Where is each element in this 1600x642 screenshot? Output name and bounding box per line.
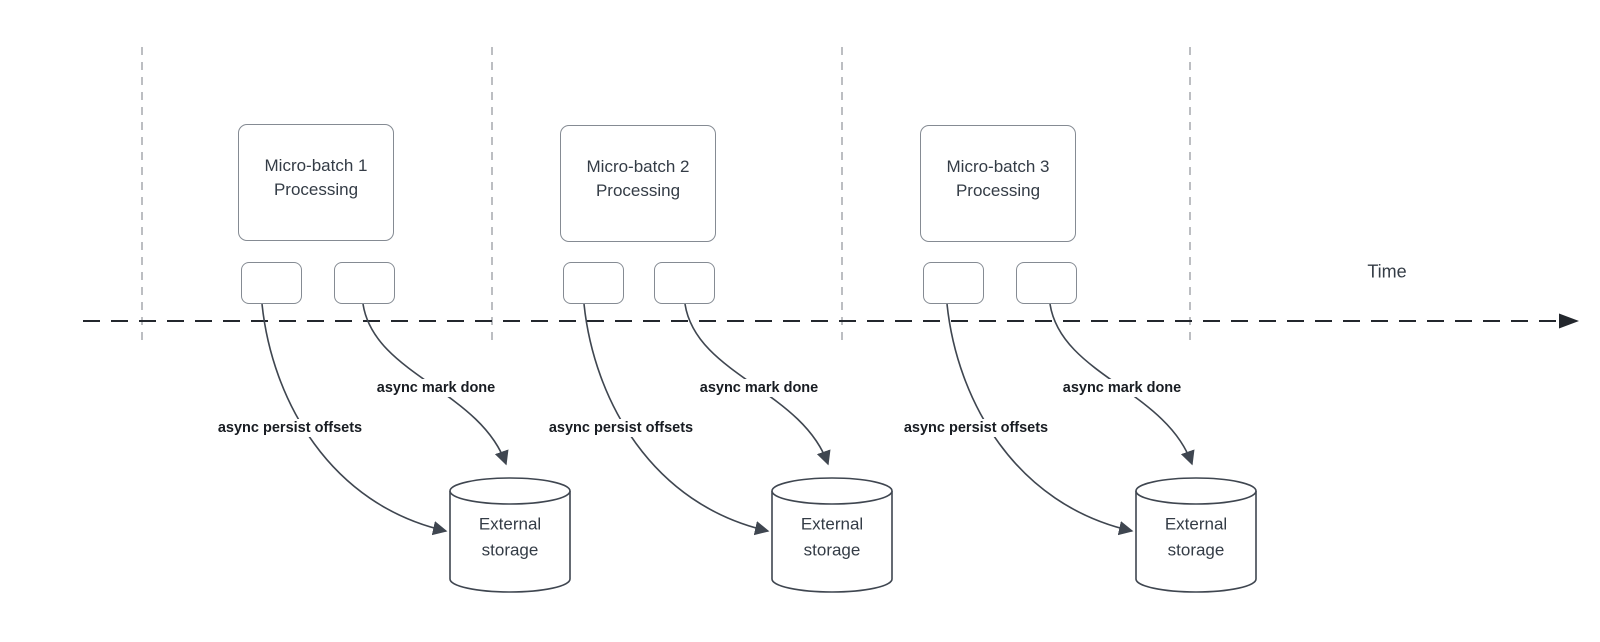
micro-batch-box-3-label: Micro-batch 3 Processing — [946, 156, 1050, 200]
persist-offsets-label-1: async persist offsets — [214, 419, 366, 437]
micro-batch-box-1: Micro-batch 1 Processing — [238, 124, 394, 241]
micro-batch-box-2: Micro-batch 2 Processing — [560, 125, 716, 242]
time-axis-arrowhead-icon — [1559, 313, 1579, 329]
mark-done-label-2: async mark done — [696, 379, 822, 397]
done-task-box-1 — [334, 262, 395, 304]
storage-cylinder-3 — [1135, 477, 1257, 593]
micro-batch-box-3: Micro-batch 3 Processing — [920, 125, 1076, 242]
storage-cylinder-1 — [449, 477, 571, 593]
persist-offsets-arrow-3 — [946, 303, 1134, 536]
micro-batch-box-1-label: Micro-batch 1 Processing — [264, 155, 368, 199]
done-task-box-2 — [654, 262, 715, 304]
micro-batch-box-2-label: Micro-batch 2 Processing — [586, 156, 690, 200]
storage-label-2: External storage — [800, 514, 864, 560]
storage-label-1: External storage — [478, 514, 542, 560]
persist-task-box-3 — [923, 262, 984, 304]
persist-offsets-arrow-1 — [261, 303, 448, 536]
persist-offsets-arrow-2 — [583, 303, 770, 536]
mark-done-label-3: async mark done — [1059, 379, 1185, 397]
done-task-box-3 — [1016, 262, 1077, 304]
persist-task-box-2 — [563, 262, 624, 304]
persist-offsets-label-2: async persist offsets — [545, 419, 697, 437]
storage-cylinder-2 — [771, 477, 893, 593]
persist-offsets-label-3: async persist offsets — [900, 419, 1052, 437]
persist-task-box-1 — [241, 262, 302, 304]
mark-done-label-1: async mark done — [373, 379, 499, 397]
time-label: Time — [1367, 261, 1407, 282]
storage-label-3: External storage — [1164, 514, 1228, 560]
